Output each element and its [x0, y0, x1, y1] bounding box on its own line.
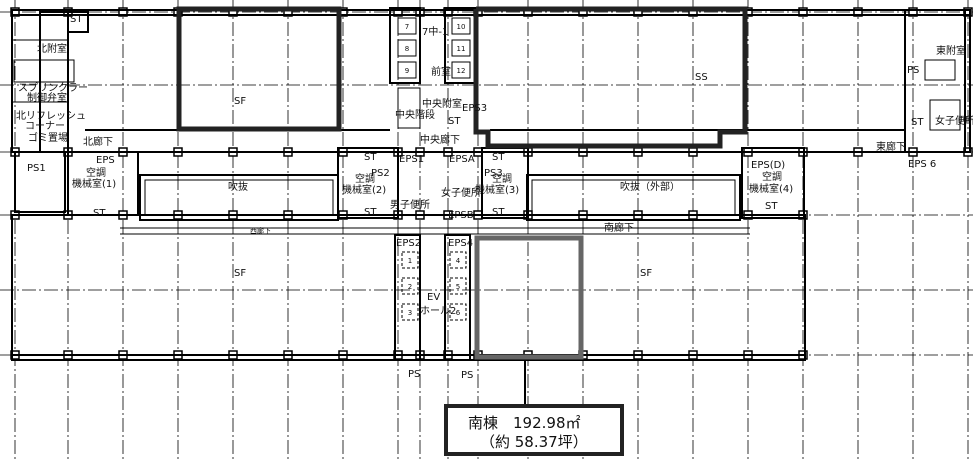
label-sf-west: SF [234, 268, 246, 279]
label-atrium-external: 吹抜（外部） [620, 180, 680, 193]
callout-area: 南棟 192.98㎡ [468, 414, 581, 432]
elevator-7: 7 [405, 23, 409, 31]
label-refresh: 北リフレッシュ [16, 110, 86, 122]
elevator-2: 2 [408, 283, 412, 291]
label-st: ST [765, 201, 778, 212]
elevator-3: 3 [408, 309, 412, 317]
elevator-9: 9 [405, 67, 409, 75]
room-labels: ST 北附室 スプリンクラー 制御弁室 北リフレッシュ コーナー ゴミ置場 北廊… [16, 14, 973, 381]
label-womens-wc-east: 女子便所 [935, 114, 973, 127]
label-womens-wc: 女子便所 [441, 186, 481, 199]
label-eps6: EPS 6 [908, 159, 936, 170]
label-ev-hall: 7中-1 [422, 25, 448, 38]
walls [11, 7, 971, 405]
label-atrium: 吹抜 [228, 180, 248, 193]
elevator-6: 6 [456, 309, 461, 317]
label-ac: 空調 [86, 166, 106, 179]
label-central-stairs: 中央階段 [395, 108, 435, 121]
label-front-room: 前室 [431, 65, 451, 78]
label-mens-wc: 男子便所 [390, 198, 430, 211]
label-garbage: ゴミ置場 [28, 131, 68, 144]
label-east-corridor: 東廊下 [876, 140, 906, 153]
label-sf-north: SF [234, 96, 246, 107]
label-ev: EV [427, 292, 440, 303]
label-eps2: EPS2 [396, 238, 421, 249]
label-ps: PS [461, 370, 473, 381]
label-st: ST [448, 116, 461, 127]
label-ps: PS [907, 65, 919, 76]
elevator-10: 10 [457, 23, 466, 31]
label-sprinkler: スプリンクラー [18, 82, 88, 94]
label-st: ST [492, 152, 505, 163]
highlight-ss [473, 6, 748, 149]
label-ps2: PS2 [371, 168, 390, 179]
label-ac: 空調 [762, 170, 782, 183]
elevator-1: 1 [408, 257, 412, 265]
label-eps4: EPS4 [448, 238, 473, 249]
label-st: ST [364, 152, 377, 163]
label-st: ST [492, 207, 505, 218]
label-ac-room-1: 機械室(1) [72, 177, 116, 190]
label-ps3: PS3 [484, 168, 503, 179]
label-ac: 空調 [492, 172, 512, 185]
label-ps: PS [408, 369, 420, 380]
label-ac-room-2: 機械室(2) [342, 183, 386, 196]
label-north-annex: 北附室 [37, 42, 67, 55]
highlight-north-sf [176, 6, 342, 132]
label-st: ST [70, 14, 83, 25]
label-ac-room-3: 機械室(3) [475, 183, 519, 196]
callout-tsubo: （約 58.37坪） [480, 433, 588, 451]
label-st: ST [93, 208, 106, 219]
label-valve-room: 制御弁室 [27, 91, 67, 104]
label-eps-d: EPS(D) [751, 160, 785, 171]
label-east-annex: 東附室 [936, 44, 966, 57]
highlight-south-sf [474, 235, 584, 360]
label-st: ST [911, 117, 924, 128]
label-central-annex: 中央附室 [422, 97, 462, 110]
label-north-corridor: 北廊下 [83, 135, 113, 148]
label-ac: 空調 [355, 172, 375, 185]
elevator-8: 8 [405, 45, 409, 53]
label-ps1: PS1 [27, 163, 46, 174]
label-hall: ホール2 [420, 305, 456, 317]
label-epsb: EPSB [448, 210, 474, 221]
label-st: ST [364, 207, 377, 218]
area-callout: 南棟 192.98㎡ （約 58.37坪） [444, 404, 624, 456]
elevator-5: 5 [456, 283, 460, 291]
elevator-4: 4 [456, 257, 461, 265]
label-west-corridor: 西廊下 [250, 226, 271, 235]
elevator-cars: 7 8 9 10 11 12 1 2 3 4 5 6 [397, 17, 471, 321]
label-sf-east: SF [640, 268, 652, 279]
elevator-12: 12 [457, 67, 466, 75]
label-corner: コーナー [25, 120, 65, 132]
label-eps3: EPS3 [462, 103, 487, 114]
label-ss: SS [695, 72, 708, 83]
label-south-corridor: 南廊下 [604, 221, 634, 234]
label-central-corridor: 中央廊下 [420, 133, 460, 146]
label-eps: EPS [96, 155, 115, 166]
label-eps1: EPS1 [399, 154, 424, 165]
label-epsa: EPSA [449, 154, 475, 165]
label-ac-room-4: 機械室(4) [749, 182, 793, 195]
elevator-11: 11 [457, 45, 466, 53]
